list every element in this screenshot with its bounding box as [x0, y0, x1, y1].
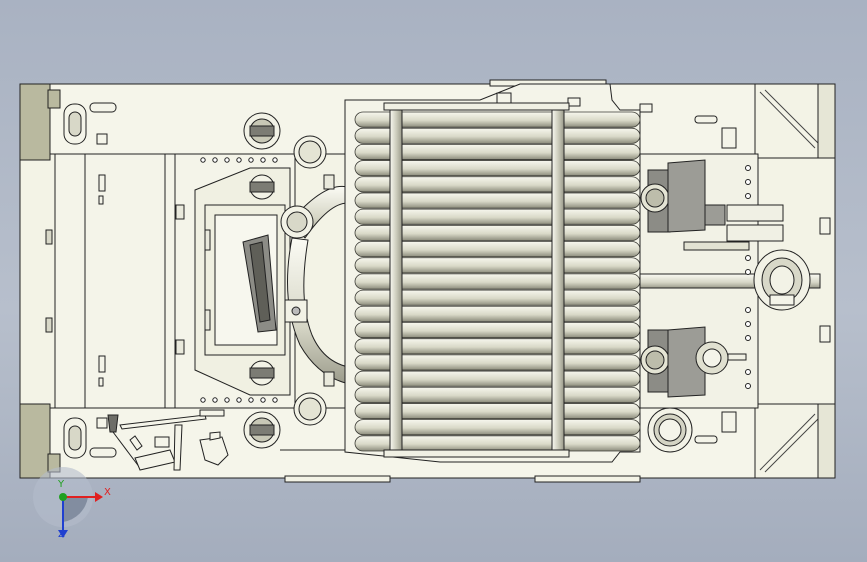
- left-edge-detail: [45, 229, 53, 333]
- rear-plate: [54, 153, 176, 409]
- lift-eyes: [47, 89, 117, 473]
- y-axis-label: Y: [58, 479, 65, 490]
- drum-straps: [383, 102, 570, 458]
- engine-deck: [54, 153, 296, 409]
- drum-stack: [354, 111, 641, 452]
- drum: [354, 403, 641, 420]
- pioneer-tools: [107, 409, 229, 471]
- drum: [354, 127, 641, 144]
- track-left-front: [19, 83, 51, 161]
- exhaust-pipe: [280, 174, 356, 387]
- vision-blocks: [243, 112, 327, 449]
- triad-axes-icon: [33, 467, 103, 538]
- z-axis-label: Z: [58, 529, 65, 540]
- fighting-compartment: [639, 115, 831, 453]
- track-left-rear: [19, 403, 51, 479]
- drum: [354, 419, 641, 436]
- drum: [354, 143, 641, 160]
- drum: [354, 111, 641, 128]
- x-axis-label: X: [104, 487, 111, 498]
